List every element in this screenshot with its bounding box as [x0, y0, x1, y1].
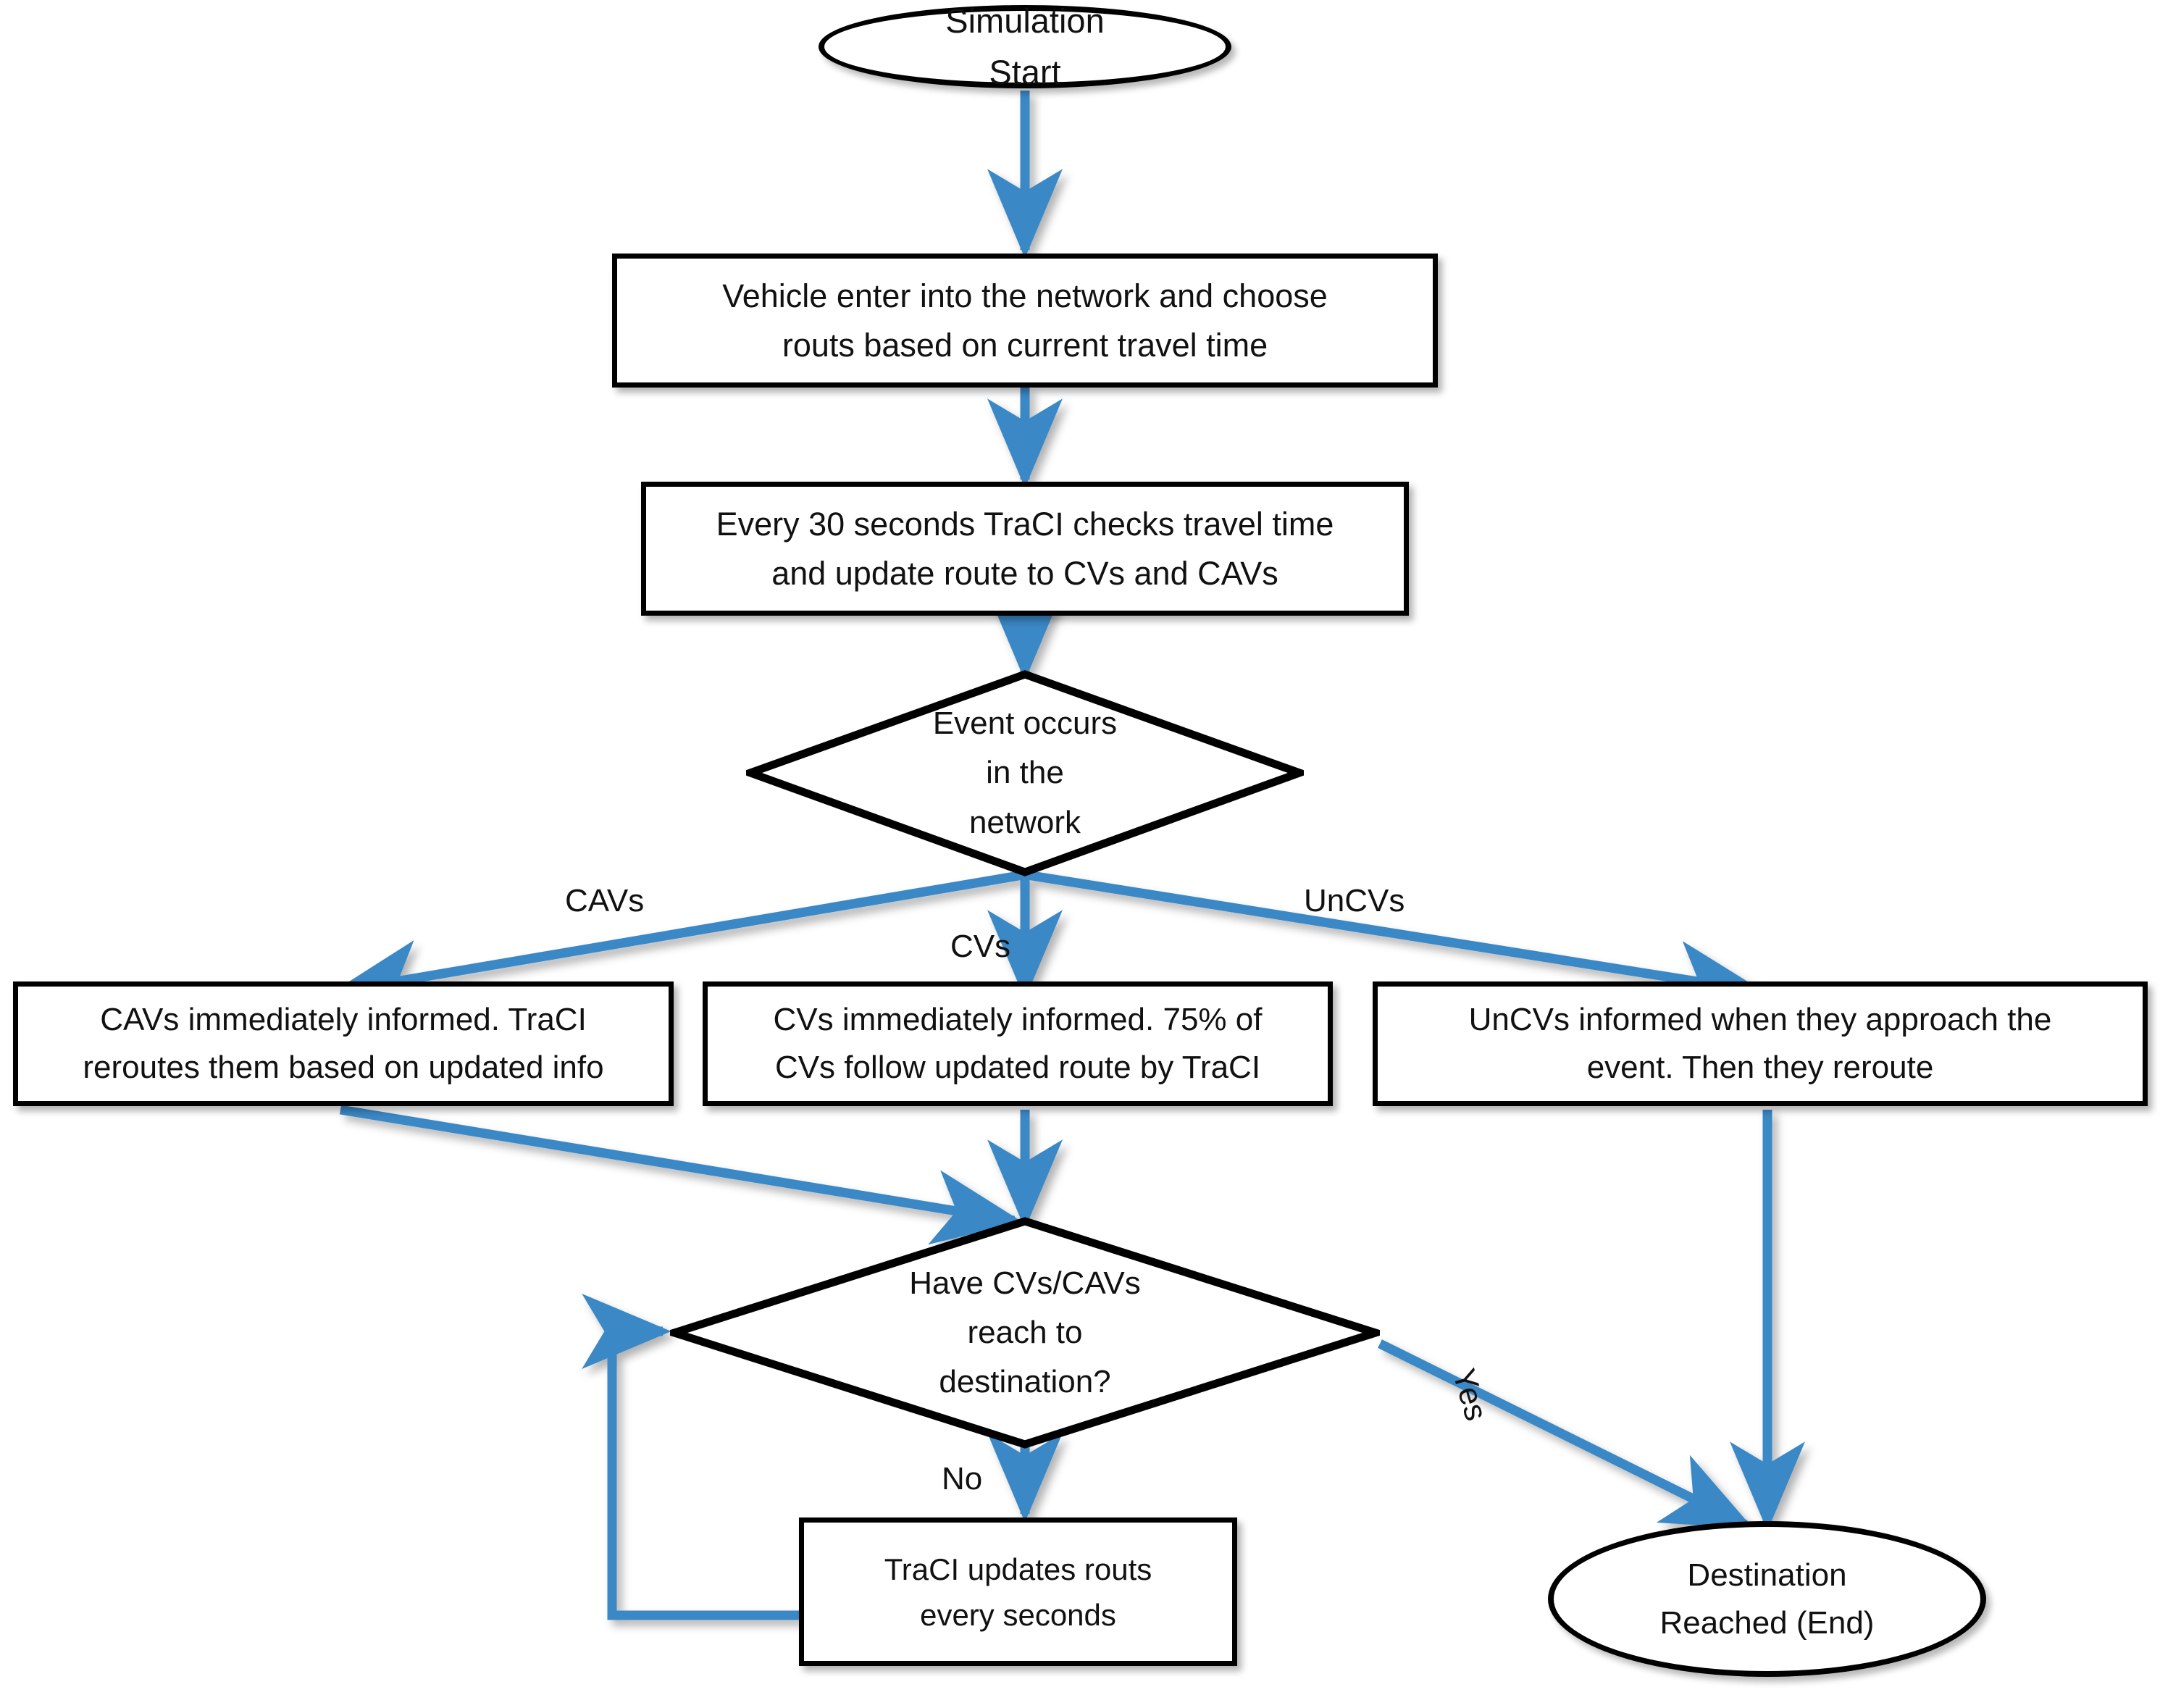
node-cavs-informed-label: CAVs immediately informed. TraCI reroute… — [83, 1002, 604, 1085]
node-simulation-start[interactable]: Simulation Start — [819, 1, 1231, 91]
node-vehicle-enter-network[interactable]: Vehicle enter into the network and choos… — [612, 254, 1438, 388]
node-traci-updates-routs[interactable]: TraCI updates routs every seconds — [799, 1517, 1237, 1666]
node-vehicle-enter-network-label: Vehicle enter into the network and choos… — [722, 277, 1328, 364]
node-traci-updates-routs-label: TraCI updates routs every seconds — [884, 1552, 1152, 1632]
node-reach-destination-decision-label: Have CVs/CAVs reach to destination? — [909, 1265, 1141, 1400]
edge-label-yes: Yes — [1445, 1365, 1494, 1425]
node-cvs-informed-label: CVs immediately informed. 75% of CVs fol… — [773, 1002, 1263, 1085]
node-traci-check-travel-time-label: Every 30 seconds TraCI checks travel tim… — [716, 506, 1334, 592]
edge-label-cavs: CAVs — [565, 883, 645, 918]
node-destination-reached-end[interactable]: Destination Reached (End) — [1548, 1521, 1986, 1677]
node-uncvs-informed[interactable]: UnCVs informed when they approach the ev… — [1373, 981, 2148, 1106]
node-destination-reached-end-label: Destination Reached (End) — [1659, 1557, 1875, 1641]
node-cvs-informed[interactable]: CVs immediately informed. 75% of CVs fol… — [703, 981, 1333, 1106]
reach-diamond-shape — [670, 1217, 1380, 1449]
node-event-occurs-decision[interactable]: Event occurs in the network — [746, 670, 1304, 876]
edge-label-uncvs: UnCVs — [1304, 883, 1405, 918]
edge-label-no: No — [942, 1461, 983, 1496]
event-diamond-shape — [746, 670, 1304, 876]
node-reach-destination-decision[interactable]: Have CVs/CAVs reach to destination? — [670, 1217, 1380, 1449]
node-traci-check-travel-time[interactable]: Every 30 seconds TraCI checks travel tim… — [641, 482, 1409, 616]
node-simulation-start-label: Simulation Start — [945, 1, 1105, 91]
edge-event-to-cavs — [332, 870, 1024, 1015]
node-uncvs-informed-label: UnCVs informed when they approach the ev… — [1468, 1002, 2052, 1085]
edge-reach-yes-to-end — [1378, 1339, 1754, 1529]
node-cavs-informed[interactable]: CAVs immediately informed. TraCI reroute… — [13, 981, 674, 1106]
node-event-occurs-decision-label: Event occurs in the network — [932, 706, 1118, 840]
edge-label-cvs: CVs — [950, 929, 1011, 964]
edge-cavs-to-reach — [339, 1105, 1023, 1245]
